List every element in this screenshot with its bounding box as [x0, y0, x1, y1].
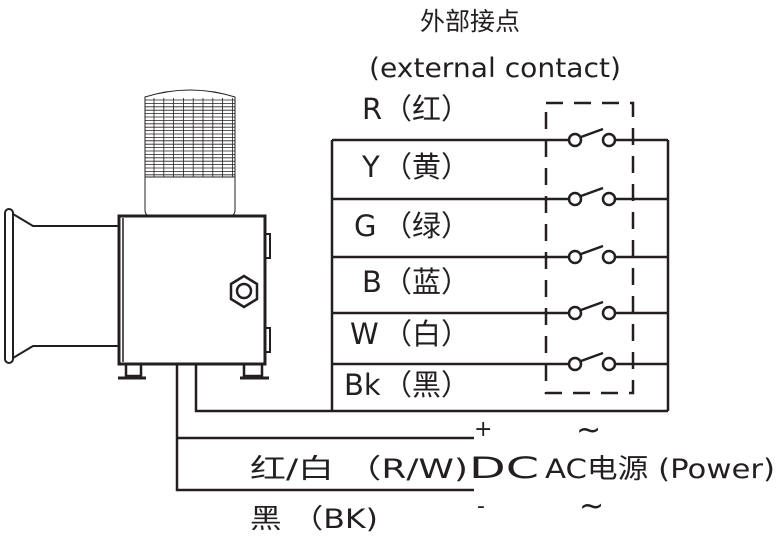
ac-power-label: AC电源 (Power) [545, 454, 775, 485]
negative-wire-label: 黑 （BK) [250, 504, 378, 535]
title-cn: 外部接点 [420, 7, 520, 36]
contact-code-r: R [362, 92, 382, 126]
contact-color-b: （蓝） [383, 265, 470, 299]
plus-sign: + [474, 417, 492, 442]
ac-tilde-bottom: ~ [579, 489, 604, 524]
title-en: (external contact) [369, 53, 621, 84]
minus-sign: - [477, 494, 485, 519]
wiring [175, 101, 670, 492]
contact-switch [332, 127, 668, 148]
contact-code-g: G [354, 209, 376, 243]
cable-gland-icon [229, 274, 259, 309]
external-contact-box [544, 101, 635, 395]
contact-color-y: （黄） [383, 150, 470, 184]
dc-label: DC [469, 451, 539, 485]
contact-color-g: （绿） [383, 209, 470, 243]
positive-wire-label: 红/白 （R/W) [250, 454, 468, 485]
beacon-light [144, 89, 236, 217]
wire-common [194, 364, 668, 413]
contact-switch [332, 351, 668, 372]
contact-switch [332, 244, 668, 265]
horn-speaker [4, 208, 119, 364]
contact-code-y: Y [361, 150, 380, 184]
contact-color-r: （红） [383, 92, 470, 126]
contact-color-bk: （黑） [383, 368, 470, 402]
contact-switch [332, 186, 668, 207]
contact-code-b: B [362, 265, 382, 299]
contact-code-w: W [350, 317, 379, 351]
contact-code-bk: Bk [344, 368, 381, 402]
contact-color-w: （白） [383, 317, 470, 351]
control-box [117, 214, 271, 380]
wire-positive [175, 364, 474, 492]
contact-switch [332, 300, 668, 321]
alarm-device [4, 89, 271, 380]
ac-tilde-top: ~ [576, 413, 601, 448]
